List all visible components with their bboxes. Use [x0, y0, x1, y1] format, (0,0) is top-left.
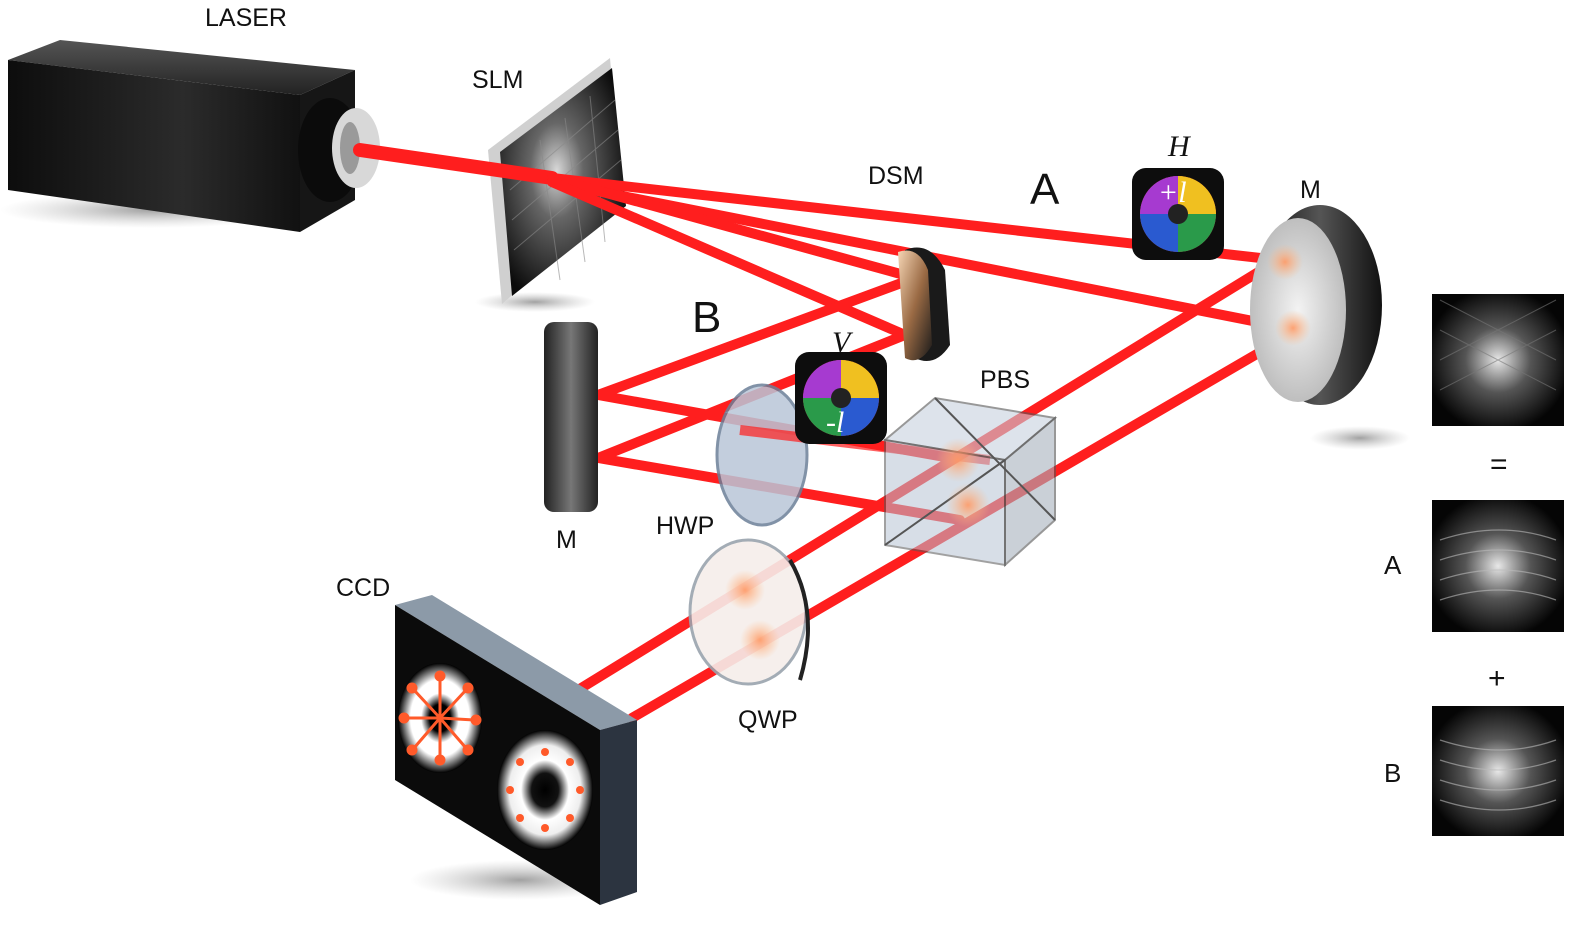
- side-label-b: B: [1384, 758, 1401, 788]
- slm-shadow: [475, 292, 595, 312]
- label-dsm: DSM: [868, 162, 924, 190]
- pattern-b: [1432, 706, 1564, 836]
- label-slm: SLM: [472, 66, 523, 94]
- ccd: [395, 595, 637, 905]
- plus-sign: +: [1488, 662, 1506, 695]
- qwp: [688, 538, 810, 686]
- label-qwp: QWP: [738, 706, 798, 734]
- label-path-a: A: [1030, 165, 1060, 214]
- pbs: [882, 396, 1058, 568]
- label-hwp: HWP: [656, 512, 714, 540]
- label-pbs: PBS: [980, 366, 1030, 394]
- mirror-right: [1250, 205, 1382, 405]
- mirror-left: [544, 322, 598, 512]
- label-mirror-right: M: [1300, 176, 1321, 204]
- equals-sign: =: [1490, 448, 1508, 481]
- vortex-plate-bottom: -l: [795, 352, 887, 444]
- vortex-top-pol: H: [1167, 130, 1192, 163]
- mirror-right-shadow: [1310, 426, 1410, 450]
- vortex-bottom-pol: V: [832, 326, 854, 359]
- vortex-top-charge: +l: [1158, 176, 1187, 209]
- vortex-plate-top: +l: [1132, 168, 1224, 260]
- dsm: [898, 247, 950, 362]
- label-mirror-left: M: [556, 526, 577, 554]
- vortex-bottom-charge: -l: [826, 406, 844, 439]
- label-laser: LASER: [205, 4, 287, 32]
- label-ccd: CCD: [336, 574, 390, 602]
- side-label-a: A: [1384, 550, 1402, 580]
- laser: [8, 40, 380, 232]
- label-path-b: B: [692, 293, 721, 342]
- pattern-a: [1432, 500, 1564, 632]
- side-panel: = A + B: [1384, 294, 1564, 836]
